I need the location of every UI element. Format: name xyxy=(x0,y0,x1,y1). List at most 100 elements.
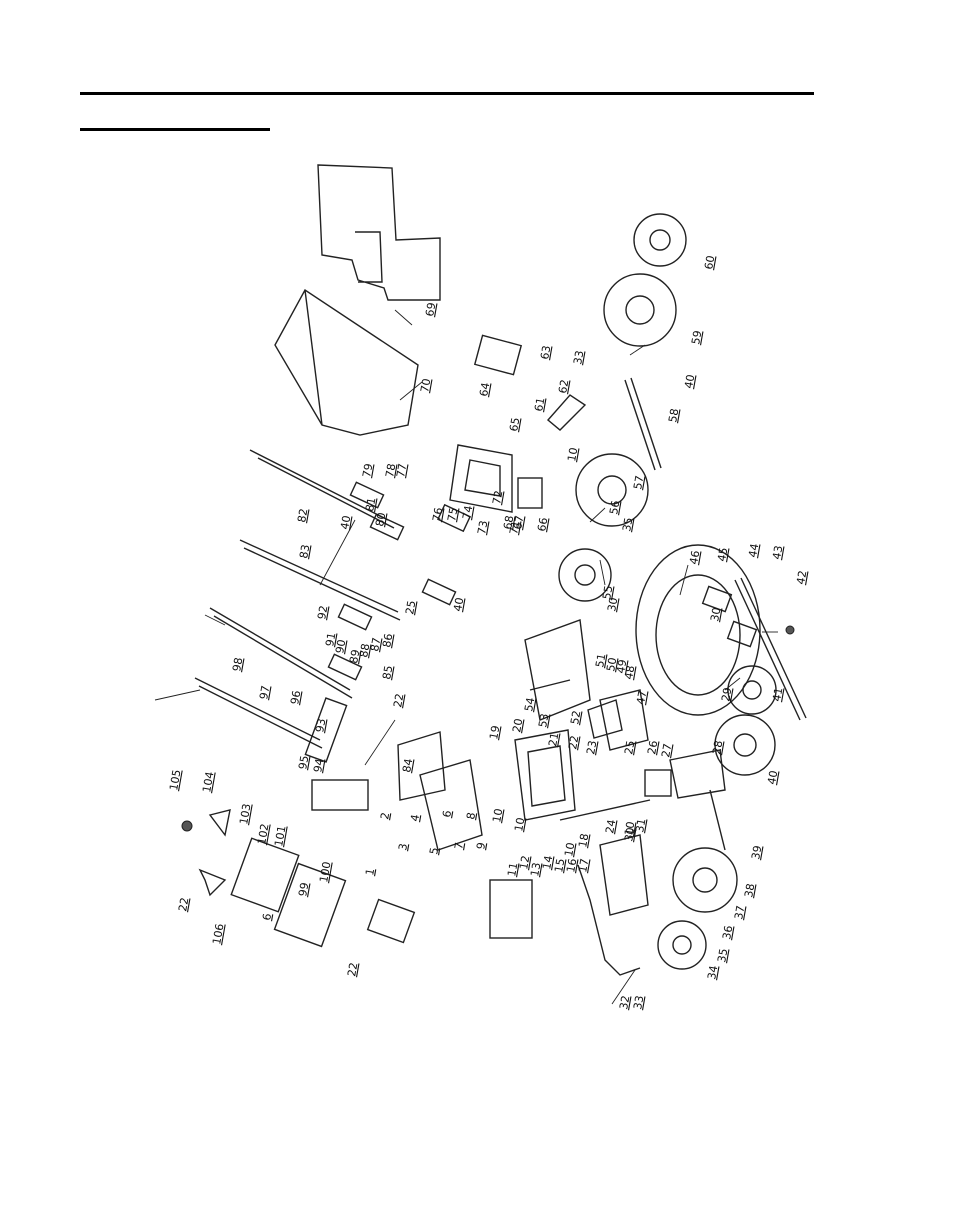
callout-102: 102 xyxy=(255,823,271,846)
part-lower-bracket xyxy=(311,779,369,811)
callout-34: 34 xyxy=(705,964,720,980)
part-handle-rail-96 xyxy=(194,677,321,741)
part-hubcap-55 xyxy=(558,548,612,602)
callout-30b: 30 xyxy=(708,606,723,622)
callout-46: 46 xyxy=(687,549,702,565)
callout-43: 43 xyxy=(770,544,785,560)
callout-94: 94 xyxy=(311,757,326,773)
callout-20: 20 xyxy=(510,717,525,733)
callout-18: 18 xyxy=(576,832,591,848)
callout-53: 53 xyxy=(536,712,551,728)
part-wheel-37 xyxy=(672,847,738,913)
callout-90: 90 xyxy=(333,638,348,654)
part-hubcap-35 xyxy=(657,920,707,970)
part-control-panel-2 xyxy=(273,862,347,948)
callout-56: 56 xyxy=(607,499,622,515)
part-motor xyxy=(489,879,533,939)
part-clamp-75 xyxy=(437,503,471,533)
part-rear-flap xyxy=(599,689,649,751)
callout-19: 19 xyxy=(487,724,502,740)
callout-25b: 25 xyxy=(622,739,637,755)
callout-17: 17 xyxy=(576,857,591,873)
callout-42: 42 xyxy=(794,569,809,585)
part-center-shaft xyxy=(559,799,651,821)
callout-97: 97 xyxy=(257,684,272,700)
callout-92: 92 xyxy=(315,604,330,620)
callout-59: 59 xyxy=(689,329,704,345)
part-wheel-59 xyxy=(603,273,677,347)
callout-21: 21 xyxy=(546,731,561,747)
part-handle-rail-98b xyxy=(213,615,353,699)
callout-8: 8 xyxy=(464,811,478,820)
part-grass-bag xyxy=(274,288,419,436)
callout-105: 105 xyxy=(167,769,183,792)
callout-96: 96 xyxy=(288,689,303,705)
part-handle-rail-83b xyxy=(243,547,401,621)
part-plate xyxy=(669,749,726,799)
callout-47: 47 xyxy=(634,689,649,705)
callout-106: 106 xyxy=(210,923,226,946)
part-battery-housing xyxy=(419,759,483,851)
callout-31: 31 xyxy=(633,817,648,833)
callout-89: 89 xyxy=(347,648,362,664)
callout-80: 80 xyxy=(373,511,388,527)
part-adaptor-45 xyxy=(701,585,733,613)
callout-98: 98 xyxy=(230,656,245,672)
part-blade-b xyxy=(740,577,807,719)
callout-86: 86 xyxy=(380,632,395,648)
part-wheel-rear xyxy=(714,714,776,776)
part-battery-cover xyxy=(397,731,446,801)
callout-50: 50 xyxy=(604,656,619,672)
part-control-panel xyxy=(230,837,300,913)
part-clamp-88 xyxy=(327,653,363,681)
callout-100: 100 xyxy=(317,861,333,884)
part-clamp-85 xyxy=(337,603,373,631)
part-clamp-80 xyxy=(369,513,405,541)
callout-41: 41 xyxy=(770,686,785,702)
callout-28: 28 xyxy=(710,739,725,755)
callout-27: 27 xyxy=(659,742,674,758)
part-wing-lever xyxy=(198,868,227,897)
callout-74: 74 xyxy=(460,504,475,520)
part-clamp-78 xyxy=(349,481,385,509)
callout-72: 72 xyxy=(490,489,505,505)
callout-22c: 22 xyxy=(176,896,191,912)
callout-7: 7 xyxy=(452,841,466,850)
part-height-lever xyxy=(546,394,587,431)
part-grid-insert xyxy=(473,334,523,376)
part-control-box xyxy=(449,444,513,513)
callout-15: 15 xyxy=(552,857,567,873)
callout-33b: 33 xyxy=(571,349,586,365)
callout-4: 4 xyxy=(408,813,422,822)
callout-62: 62 xyxy=(556,378,571,394)
callout-10c: 10 xyxy=(562,841,577,857)
part-wheel-57-inner xyxy=(597,475,627,505)
callout-10b: 10 xyxy=(512,816,527,832)
part-axle xyxy=(624,379,656,471)
part-handle-rail-96b xyxy=(198,685,323,749)
callout-29: 29 xyxy=(719,686,734,702)
part-bag-frame xyxy=(317,164,441,301)
callout-30c: 30 xyxy=(622,826,637,842)
callout-33a: 33 xyxy=(631,994,646,1010)
part-deck xyxy=(635,544,761,716)
callout-45: 45 xyxy=(715,546,730,562)
callout-104: 104 xyxy=(200,771,216,794)
callout-55: 55 xyxy=(600,584,615,600)
part-wheel-rear-inner xyxy=(733,733,757,757)
callout-87: 87 xyxy=(368,636,383,652)
callout-40c: 40 xyxy=(451,596,466,612)
callout-57: 57 xyxy=(631,474,646,490)
callout-44: 44 xyxy=(746,542,761,558)
part-wheel-41-inner xyxy=(742,680,762,700)
part-wheel-37-inner xyxy=(692,867,718,893)
callout-75: 75 xyxy=(445,506,460,522)
callout-22d: 22 xyxy=(345,961,360,977)
callout-10a: 10 xyxy=(490,807,505,823)
callout-6b: 6 xyxy=(260,912,274,921)
part-blade-bolt xyxy=(785,625,795,635)
callout-77: 77 xyxy=(394,462,409,478)
callout-36: 36 xyxy=(720,924,735,940)
callout-95: 95 xyxy=(296,754,311,770)
callout-64: 64 xyxy=(477,381,492,397)
